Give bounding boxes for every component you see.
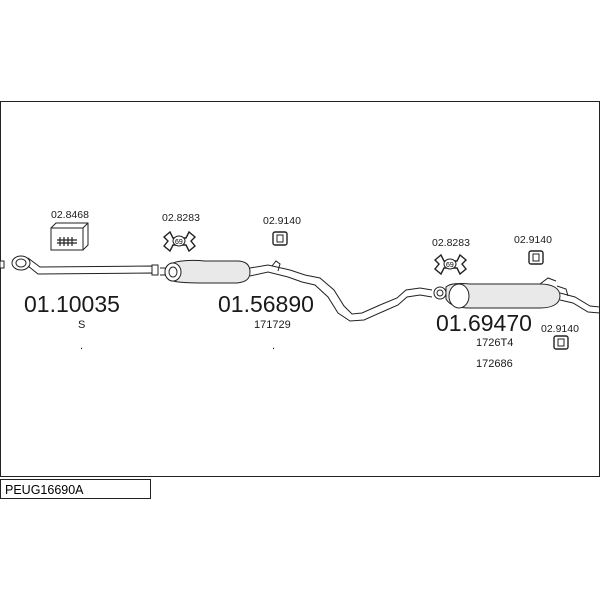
section-part-number: 01.56890 bbox=[218, 291, 314, 317]
section-note: . bbox=[272, 340, 275, 352]
hanger-part-number: 02.9140 bbox=[263, 215, 301, 227]
hanger-part-number: 02.9140 bbox=[541, 323, 579, 335]
rubber-hanger-icon bbox=[528, 250, 544, 265]
section-reference: 172686 bbox=[476, 358, 513, 370]
section-reference: 1726T4 bbox=[476, 337, 513, 349]
section-part-number: 01.69470 bbox=[436, 310, 532, 336]
gasket-69-icon: 69 bbox=[433, 253, 468, 276]
section-reference: 171729 bbox=[254, 319, 291, 331]
code-box bbox=[0, 479, 151, 499]
kit-part-number: 02.8468 bbox=[51, 209, 89, 221]
section-note: . bbox=[80, 340, 83, 352]
rubber-hanger-icon bbox=[272, 231, 288, 246]
gasket-marking: 69 bbox=[446, 262, 454, 269]
diagram-code: PEUG16690A bbox=[5, 483, 84, 497]
gasket-part-number: 02.8283 bbox=[162, 212, 200, 224]
hanger-part-number: 02.9140 bbox=[514, 234, 552, 246]
section-sub-label: S bbox=[78, 319, 85, 331]
rear-silencer bbox=[433, 277, 600, 314]
front-pipe bbox=[0, 255, 159, 276]
section-part-number: 01.10035 bbox=[24, 291, 120, 317]
rubber-hanger-icon bbox=[553, 335, 569, 350]
gasket-69-icon: 69 bbox=[162, 230, 197, 253]
middle-silencer bbox=[160, 259, 433, 322]
mounting-kit-box-icon bbox=[50, 222, 89, 251]
gasket-part-number: 02.8283 bbox=[432, 237, 470, 249]
gasket-marking: 69 bbox=[175, 239, 183, 246]
